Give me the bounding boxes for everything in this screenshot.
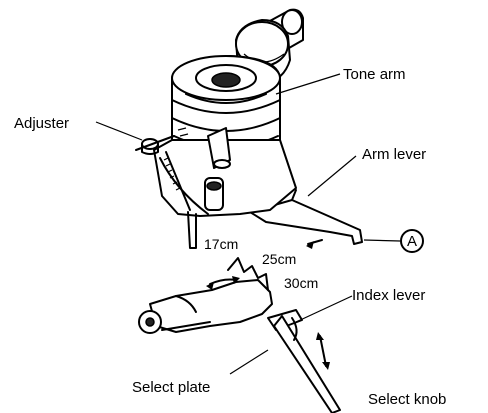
label-select-plate: Select plate xyxy=(132,379,210,396)
cuing-handle xyxy=(207,127,231,169)
tone-arm-base xyxy=(171,55,281,165)
label-adjuster: Adjuster xyxy=(14,115,69,132)
support-housing xyxy=(153,139,297,249)
label-17cm: 17cm xyxy=(204,236,238,252)
index-lever xyxy=(267,309,341,413)
adjuster xyxy=(135,127,189,191)
label-index-lever: Index lever xyxy=(352,287,425,304)
callout-a-circle xyxy=(400,229,424,253)
label-30cm: 30cm xyxy=(284,275,318,291)
label-arm-lever: Arm lever xyxy=(362,146,426,163)
motion-arrows xyxy=(206,239,330,370)
label-select-knob: Select knob xyxy=(368,391,446,408)
label-25cm: 25cm xyxy=(262,251,296,267)
arm-lever xyxy=(249,189,363,245)
label-callout-a: A xyxy=(407,233,417,250)
select-plate xyxy=(138,257,273,334)
label-tone-arm: Tone arm xyxy=(343,66,406,83)
leader-lines xyxy=(95,73,401,375)
